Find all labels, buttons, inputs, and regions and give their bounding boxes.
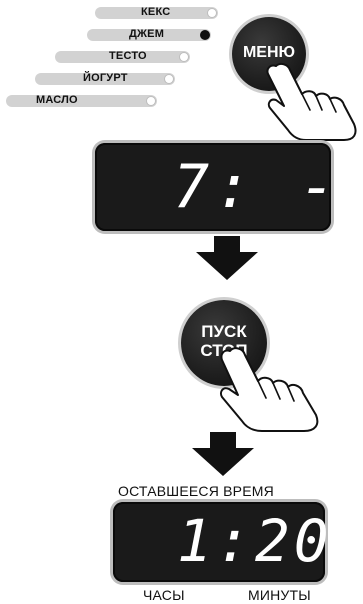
menu-item-keks[interactable]: КЕКС — [95, 7, 218, 19]
hours-label: ЧАСЫ — [143, 587, 185, 603]
menu-item-indicator-active — [200, 30, 210, 40]
menu-list: КЕКС ДЖЕМ ТЕСТО ЙОГУРТ МАСЛО — [0, 0, 230, 120]
menu-item-maslo[interactable]: МАСЛО — [6, 95, 157, 107]
menu-item-indicator — [164, 74, 174, 84]
arrow-down-icon — [192, 432, 254, 476]
menu-item-yogurt[interactable]: ЙОГУРТ — [35, 73, 175, 85]
menu-item-testo[interactable]: ТЕСТО — [55, 51, 190, 63]
minutes-label: МИНУТЫ — [248, 587, 311, 603]
menu-item-label: ДЖЕМ — [129, 28, 164, 40]
remaining-time-label: ОСТАВШЕЕСЯ ВРЕМЯ — [118, 483, 274, 499]
display-value: 1:20 — [177, 512, 333, 570]
menu-item-indicator — [179, 52, 189, 62]
display-remaining-time: 1:20 — [113, 502, 325, 582]
display-value: 7: - — [173, 157, 342, 217]
menu-item-indicator — [207, 8, 217, 18]
menu-item-label: КЕКС — [141, 6, 170, 18]
start-button-label-line1: ПУСК — [181, 322, 267, 342]
menu-item-indicator — [146, 96, 156, 106]
menu-item-label: ТЕСТО — [109, 50, 147, 62]
display-program: 7: - — [95, 143, 331, 231]
menu-item-dzhem[interactable]: ДЖЕМ — [87, 29, 211, 41]
hand-pointer-icon — [210, 345, 328, 433]
menu-item-label: ЙОГУРТ — [83, 72, 128, 84]
menu-item-label: МАСЛО — [36, 94, 78, 106]
arrow-down-icon — [196, 236, 258, 280]
hand-pointer-icon — [258, 60, 363, 142]
